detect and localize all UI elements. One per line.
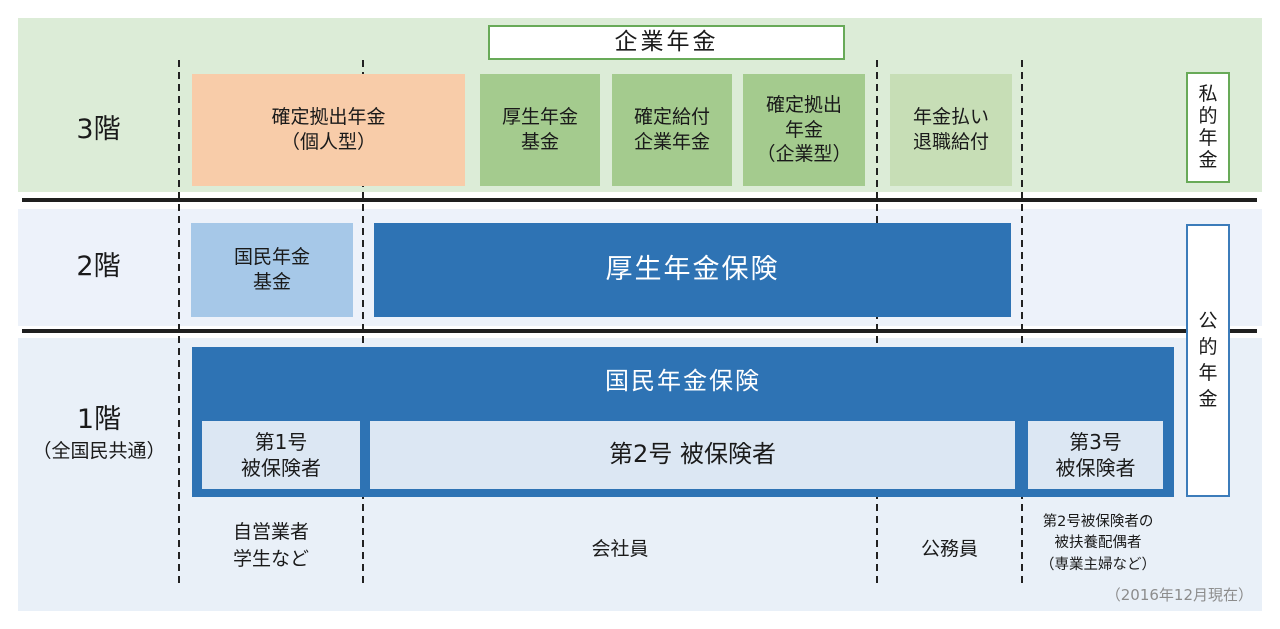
box-label-line: 基金 (520, 131, 559, 153)
caption-company-employee: 会社員 (591, 538, 649, 560)
floor1-label-line2: （全国民共通） (32, 440, 166, 463)
national-pension-label: 国民年金保険 (605, 367, 761, 395)
box-national-pension-insurance: 国民年金保険 第1号 被保険者 第2号 被保険者 第3号 被保険者 (192, 347, 1174, 497)
private-pension-vertical-label: 私的年金 (1186, 72, 1230, 183)
box-label-line: 第1号 (254, 430, 308, 454)
box-label-line: 被保険者 (1055, 456, 1136, 480)
box-retirement-benefit: 年金払い 退職給付 (890, 74, 1012, 186)
box-dc-pension-corporate: 確定拠出 年金 （企業型） (743, 74, 865, 186)
box-dc-pension-individual: 確定拠出年金 （個人型） (192, 74, 465, 186)
floor2-label: 2階 (76, 251, 121, 282)
floor1-label-line1: 1階 (76, 404, 122, 435)
floor3-label: 3階 (76, 114, 121, 145)
dashed-divider-2 (362, 60, 364, 585)
box-label-line: 国民年金 (233, 246, 310, 269)
caption-line: 学生など (232, 547, 309, 570)
caption-self-employed: 自営業者 学生など (179, 519, 363, 573)
floor1-label: 1階 （全国民共通） (14, 404, 184, 463)
caption-public-servant: 公務員 (920, 538, 978, 560)
box-label-line: 確定給付 (633, 106, 710, 129)
corporate-pension-title: 企業年金 (614, 28, 719, 55)
separator-line-top (22, 198, 1257, 202)
separator-line-bottom (22, 329, 1257, 333)
box-label-line: 基金 (252, 271, 291, 293)
box-kosei-nenkin-fund: 厚生年金 基金 (480, 74, 600, 186)
box-label-line: 第2号 被保険者 (609, 440, 776, 469)
box-label-line: （企業型） (756, 143, 852, 166)
box-label-line: 被保険者 (241, 456, 321, 480)
box-national-pension-fund: 国民年金 基金 (191, 223, 353, 317)
footnote-date: （2016年12月現在） (1105, 586, 1253, 604)
box-insured-no2: 第2号 被保険者 (370, 421, 1015, 489)
box-label-line: 第3号 (1069, 430, 1122, 454)
public-pension-vertical-label: 公的年金 (1186, 224, 1230, 497)
caption-line: 被扶養配偶者 (1054, 535, 1142, 552)
box-label-line: （個人型） (280, 131, 376, 153)
dashed-divider-3 (876, 60, 878, 585)
box-label-line: 企業年金 (633, 131, 710, 153)
box-insured-no3: 第3号 被保険者 (1028, 421, 1163, 489)
corporate-pension-title-box: 企業年金 (488, 25, 845, 60)
box-db-corporate-pension: 確定給付 企業年金 (612, 74, 732, 186)
box-label-line: 厚生年金 (501, 106, 578, 129)
employees-pension-label: 厚生年金保険 (605, 254, 780, 286)
box-label-line: 確定拠出年金 (271, 106, 386, 129)
box-label-line: 年金払い (912, 106, 989, 129)
dashed-divider-1 (178, 60, 180, 585)
box-label-line: 退職給付 (912, 131, 989, 153)
box-employees-pension-insurance: 厚生年金保険 (374, 223, 1011, 317)
dashed-divider-4 (1021, 60, 1023, 585)
caption-line: 第2号被保険者の (1042, 514, 1154, 530)
caption-line: （専業主婦など） (1040, 556, 1156, 573)
caption-line: 自営業者 (232, 521, 309, 543)
box-label-line: 年金 (784, 118, 823, 141)
box-insured-no1: 第1号 被保険者 (202, 421, 360, 489)
box-label-line: 確定拠出 (765, 93, 842, 116)
caption-dependent-spouse: 第2号被保険者の 被扶養配偶者 （専業主婦など） (1022, 512, 1174, 576)
